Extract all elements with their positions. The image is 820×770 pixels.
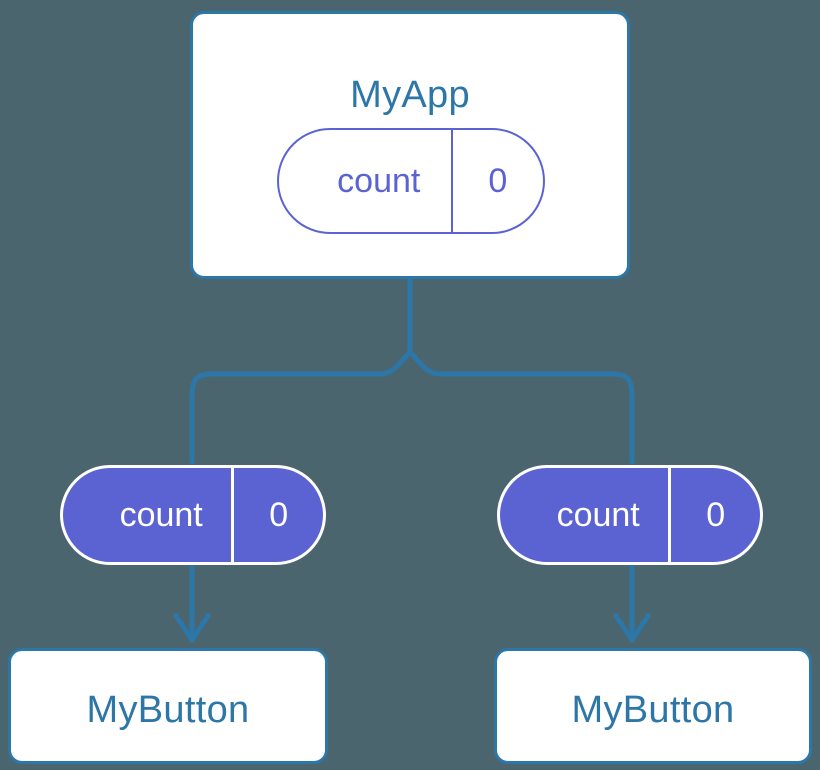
- component-title-myapp: MyApp: [350, 74, 470, 116]
- prop-pill-child-1-key: count: [556, 496, 640, 534]
- prop-pill-child-0[interactable]: count 0: [60, 465, 326, 565]
- arrow-head-right: [613, 613, 651, 643]
- prop-pill-child-1[interactable]: count 0: [497, 465, 763, 565]
- component-box-mybutton-1[interactable]: MyButton: [494, 648, 812, 764]
- prop-pill-child-0-value: 0: [231, 468, 323, 562]
- arrow-head-left: [173, 613, 211, 643]
- fork-right-curve: [407, 349, 635, 465]
- fork-left-curve: [189, 349, 413, 465]
- prop-pill-child-0-key: count: [119, 496, 203, 534]
- component-title-mybutton-0: MyButton: [86, 689, 250, 731]
- prop-pill-child-1-value: 0: [668, 468, 760, 562]
- state-pill-root[interactable]: count 0: [277, 128, 545, 234]
- state-pill-root-key: count: [337, 162, 421, 200]
- state-pill-root-value: 0: [450, 130, 543, 232]
- component-title-mybutton-1: MyButton: [571, 689, 735, 731]
- component-box-mybutton-0[interactable]: MyButton: [8, 648, 328, 764]
